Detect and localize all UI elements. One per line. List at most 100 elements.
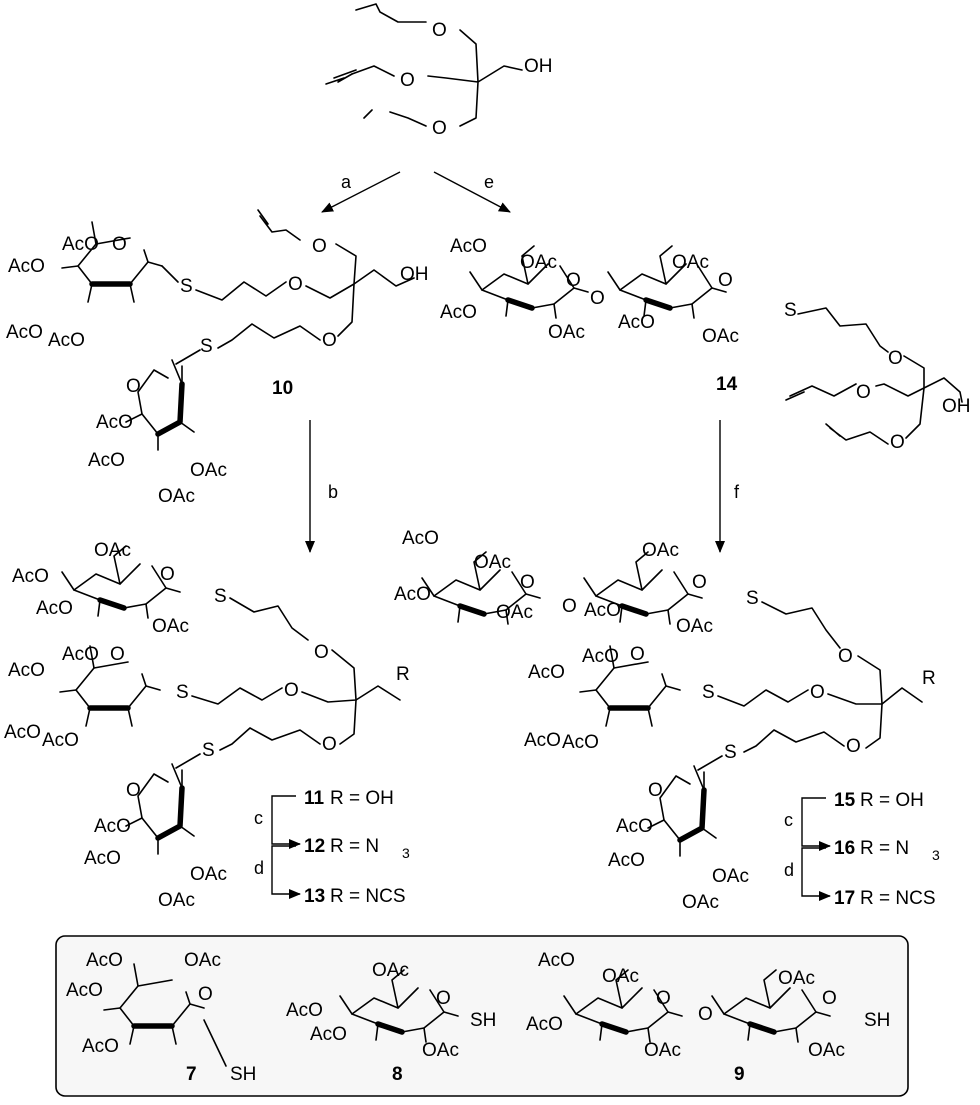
- svg-text:AcO: AcO: [538, 950, 575, 971]
- svg-text:AcO: AcO: [310, 1024, 347, 1045]
- svg-text:O: O: [160, 564, 175, 585]
- svg-text:AcO: AcO: [62, 644, 99, 665]
- svg-text:AcO: AcO: [528, 662, 565, 683]
- svg-text:OAc: OAc: [672, 252, 709, 273]
- svg-text:O: O: [590, 288, 605, 309]
- legend-11-13: c d 11 R = OH 12 R = N 3 13 R = NCS: [254, 788, 410, 907]
- svg-text:O: O: [314, 642, 329, 663]
- svg-text:OH: OH: [942, 396, 971, 417]
- svg-text:O: O: [126, 780, 141, 801]
- svg-text:AcO: AcO: [524, 730, 561, 751]
- svg-text:OAc: OAc: [372, 960, 409, 981]
- svg-text:O: O: [698, 1004, 713, 1025]
- compound-number-13: 13: [304, 886, 325, 907]
- svg-text:O: O: [648, 780, 663, 801]
- step-e-label: e: [484, 172, 494, 192]
- compound-number-10: 10: [272, 378, 293, 399]
- step-f-label: f: [734, 482, 740, 502]
- svg-text:AcO: AcO: [42, 730, 79, 751]
- svg-text:O: O: [822, 988, 837, 1009]
- compounds-15-17: AcO OAc O AcO OAc O OAc O AcO OAc S O Ac…: [394, 528, 936, 913]
- svg-text:O: O: [810, 682, 825, 703]
- compounds-11-13: OAc O AcO AcO OAc S O AcO AcO O AcO AcO …: [4, 540, 410, 911]
- svg-text:O: O: [566, 270, 581, 291]
- compound-10: AcO AcO O AcO AcO S O O OH O S O AcO AcO…: [6, 209, 429, 507]
- svg-text:AcO: AcO: [394, 584, 431, 605]
- compound-number-12: 12: [304, 836, 325, 857]
- svg-text:AcO: AcO: [286, 1000, 323, 1021]
- svg-text:O: O: [890, 432, 905, 453]
- svg-text:AcO: AcO: [88, 450, 125, 471]
- svg-text:AcO: AcO: [562, 732, 599, 753]
- compound-8: OAc O AcO AcO OAc SH 8: [286, 960, 496, 1085]
- svg-text:AcO: AcO: [616, 816, 653, 837]
- svg-text:AcO: AcO: [66, 980, 103, 1001]
- svg-text:O: O: [312, 236, 327, 257]
- svg-text:O: O: [288, 274, 303, 295]
- svg-text:O: O: [846, 736, 861, 757]
- o-atom: O: [400, 70, 415, 91]
- r-group-label: R: [922, 668, 936, 689]
- svg-text:S: S: [176, 682, 189, 703]
- svg-text:AcO: AcO: [62, 234, 99, 255]
- svg-text:O: O: [198, 984, 213, 1005]
- svg-text:AcO: AcO: [608, 850, 645, 871]
- svg-text:OAc: OAc: [190, 864, 227, 885]
- svg-text:O: O: [126, 376, 141, 397]
- svg-text:AcO: AcO: [584, 600, 621, 621]
- svg-text:OAc: OAc: [702, 326, 739, 347]
- svg-text:AcO: AcO: [36, 598, 73, 619]
- svg-text:SH: SH: [230, 1064, 256, 1085]
- svg-text:O: O: [888, 348, 903, 369]
- svg-text:R = OH: R = OH: [860, 790, 924, 811]
- compound-7: AcO OAc AcO O AcO SH 7: [66, 950, 256, 1085]
- svg-text:OAc: OAc: [158, 890, 195, 911]
- svg-text:S: S: [200, 336, 213, 357]
- svg-text:OAc: OAc: [808, 1040, 845, 1061]
- svg-text:AcO: AcO: [8, 256, 45, 277]
- svg-text:AcO: AcO: [94, 816, 131, 837]
- svg-text:d: d: [254, 858, 264, 878]
- svg-text:S: S: [724, 742, 737, 763]
- svg-text:OAc: OAc: [152, 616, 189, 637]
- svg-text:AcO: AcO: [450, 236, 487, 257]
- svg-text:O: O: [630, 644, 645, 665]
- svg-text:R = OH: R = OH: [330, 788, 394, 809]
- svg-text:R = N: R = N: [330, 836, 379, 857]
- svg-text:O: O: [112, 234, 127, 255]
- svg-text:OAc: OAc: [712, 866, 749, 887]
- svg-text:O: O: [322, 330, 337, 351]
- svg-text:O: O: [856, 382, 871, 403]
- svg-text:OH: OH: [400, 264, 429, 285]
- svg-text:OAc: OAc: [602, 966, 639, 987]
- svg-text:OAc: OAc: [548, 322, 585, 343]
- svg-text:OAc: OAc: [422, 1040, 459, 1061]
- svg-text:OAc: OAc: [642, 540, 679, 561]
- svg-text:OAc: OAc: [778, 968, 815, 989]
- svg-text:AcO: AcO: [8, 660, 45, 681]
- compound-number-16: 16: [834, 838, 855, 859]
- svg-text:OAc: OAc: [676, 616, 713, 637]
- hydroxyl-label: OH: [524, 56, 553, 77]
- svg-text:OAc: OAc: [474, 552, 511, 573]
- svg-text:R = NCS: R = NCS: [330, 886, 406, 907]
- step-b-label: b: [328, 482, 338, 502]
- svg-text:S: S: [702, 682, 715, 703]
- svg-text:O: O: [436, 988, 451, 1009]
- svg-text:AcO: AcO: [402, 528, 439, 549]
- svg-text:S: S: [202, 740, 215, 761]
- svg-text:O: O: [656, 988, 671, 1009]
- starting-triol: O O O OH: [325, 3, 553, 139]
- svg-text:O: O: [838, 646, 853, 667]
- svg-text:O: O: [520, 572, 535, 593]
- svg-text:S: S: [746, 588, 759, 609]
- arrow-e: [433, 171, 511, 213]
- svg-text:c: c: [784, 810, 793, 830]
- svg-text:AcO: AcO: [618, 312, 655, 333]
- compound-14: AcO OAc O AcO OAc O OAc O AcO OAc S O O …: [440, 236, 971, 453]
- compound-number-11: 11: [304, 788, 325, 809]
- svg-text:c: c: [254, 808, 263, 828]
- svg-text:O: O: [110, 644, 125, 665]
